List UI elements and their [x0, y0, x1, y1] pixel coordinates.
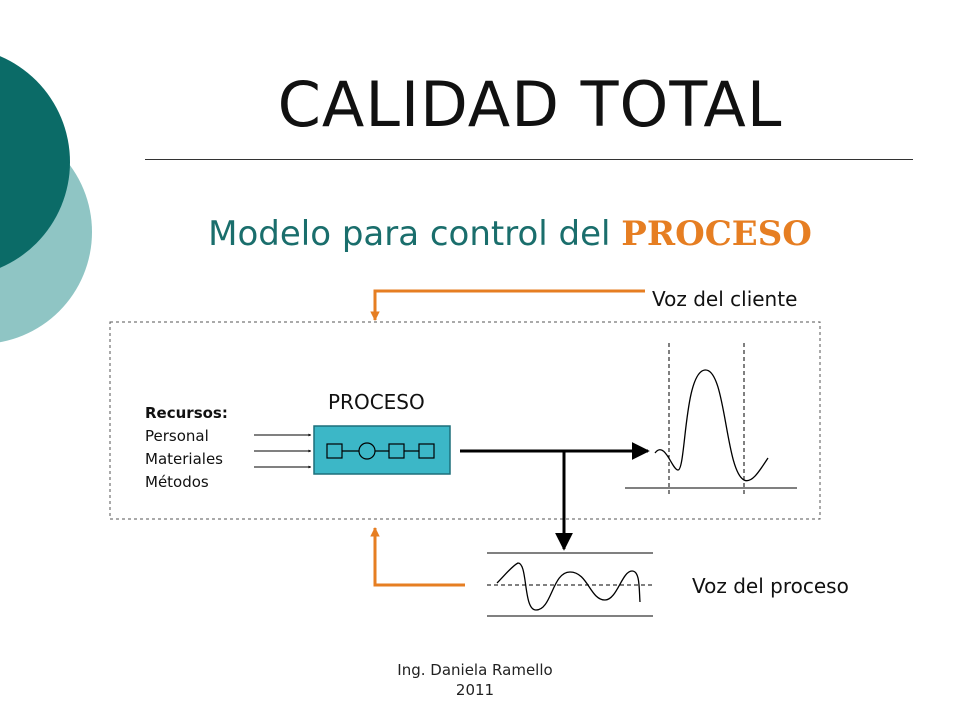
slide-title: CALIDAD TOTAL [277, 68, 783, 141]
process-label: PROCESO [328, 390, 425, 414]
voz-cliente-label: Voz del cliente [652, 287, 798, 311]
footer-year: 2011 [455, 681, 495, 699]
voz-proceso-arrow [370, 527, 465, 587]
resource-item: Métodos [145, 473, 209, 491]
voz-cliente-arrow [370, 289, 645, 321]
distribution-chart [625, 343, 797, 496]
title-divider [145, 159, 913, 160]
process-steps-icon [326, 442, 435, 460]
subtitle-prefix: Modelo para control del [208, 214, 622, 254]
resource-item: Personal [145, 427, 209, 445]
subtitle-emphasis: PROCESO [621, 214, 812, 254]
dark-teal-circle [0, 56, 70, 268]
system-boundary [109, 321, 821, 520]
slide-subtitle: Modelo para control del PROCESO [140, 214, 880, 254]
resources-heading: Recursos: [145, 404, 228, 422]
resource-item: Materiales [145, 450, 223, 468]
control-chart [487, 552, 653, 617]
footer: Ing. Daniela Ramello 2011 [340, 660, 610, 700]
footer-author: Ing. Daniela Ramello [397, 661, 553, 679]
voz-proceso-label: Voz del proceso [692, 574, 849, 598]
